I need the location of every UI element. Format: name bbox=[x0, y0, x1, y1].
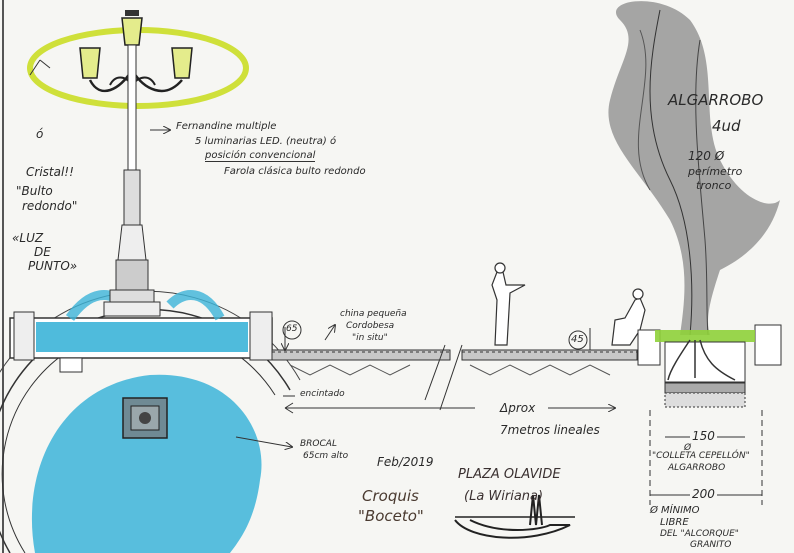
left-note-luz3: PUNTO» bbox=[28, 259, 78, 273]
pit-dim-inner: 150 bbox=[690, 429, 717, 444]
pit-outer-note2: LIBRE bbox=[660, 517, 689, 528]
left-note-o: ó bbox=[36, 127, 44, 141]
human-figures bbox=[491, 262, 646, 346]
tree-count: 4ud bbox=[712, 117, 741, 135]
tree-perimeter1: 120 Ø bbox=[688, 149, 725, 163]
croquis-label1: Croquis bbox=[362, 487, 419, 505]
sketch-date: Feb/2019 bbox=[377, 455, 434, 469]
pit-outer-note1: Ø MÍNIMO bbox=[650, 505, 700, 516]
fountain-plan-view bbox=[0, 290, 301, 553]
croquis-label2: "Boceto" bbox=[358, 507, 424, 525]
encintado-note: encintado bbox=[300, 389, 345, 399]
ground-section bbox=[235, 320, 638, 447]
brocal-note1: BROCAL bbox=[300, 439, 337, 449]
pit-inner-note2: ALGARROBO bbox=[668, 463, 726, 473]
height-right: 45 bbox=[571, 334, 584, 345]
water-plan bbox=[31, 374, 262, 553]
brocal-note2: 65cm alto bbox=[303, 451, 349, 461]
lamp-note-line3: posición convencional bbox=[205, 150, 316, 162]
tree-name: ALGARROBO bbox=[668, 91, 764, 109]
paving-note3: "in situ" bbox=[352, 333, 388, 343]
fountain-section bbox=[9, 290, 273, 373]
street-lamp bbox=[27, 10, 249, 317]
pit-outer-note4: GRANITO bbox=[690, 540, 732, 550]
paving-note1: china pequeña bbox=[340, 309, 407, 319]
algarrobo-tree bbox=[608, 1, 782, 505]
tree-perimeter2: perímetro bbox=[688, 165, 743, 178]
pit-diam-symbol: Ø bbox=[684, 443, 692, 453]
grass bbox=[655, 330, 755, 342]
left-note-luz2: DE bbox=[34, 245, 51, 259]
distance-note1: Δprox bbox=[500, 401, 536, 415]
lamp-note-line2: 5 luminarias LED. (neutra) ó bbox=[195, 136, 337, 147]
lamp-note-line4: Farola clásica bulto redondo bbox=[224, 166, 366, 177]
distance-note2: 7metros lineales bbox=[500, 423, 600, 437]
lamp-note-line1: Fernandine multiple bbox=[176, 121, 277, 132]
signature bbox=[454, 494, 575, 539]
place-name: PLAZA OLAVIDE bbox=[458, 467, 561, 482]
water-section bbox=[36, 322, 248, 352]
pit-inner-note1: "COLLETA CEPELLÓN" bbox=[652, 451, 750, 461]
left-note-crystal: Cristal!! bbox=[26, 165, 74, 179]
height-left: 65 bbox=[286, 324, 298, 334]
left-note-bulto2: redondo" bbox=[22, 199, 78, 213]
paving-note2: Cordobesa bbox=[346, 321, 395, 331]
left-note-bulto1: "Bulto bbox=[16, 184, 53, 198]
pit-outer-note3: DEL "ALCORQUE" bbox=[660, 529, 739, 539]
tree-perimeter3: tronco bbox=[696, 179, 732, 192]
left-note-luz1: «LUZ bbox=[12, 231, 44, 245]
place-subname: (La Wiriana) bbox=[464, 489, 544, 504]
pit-dim-outer: 200 bbox=[690, 487, 717, 502]
